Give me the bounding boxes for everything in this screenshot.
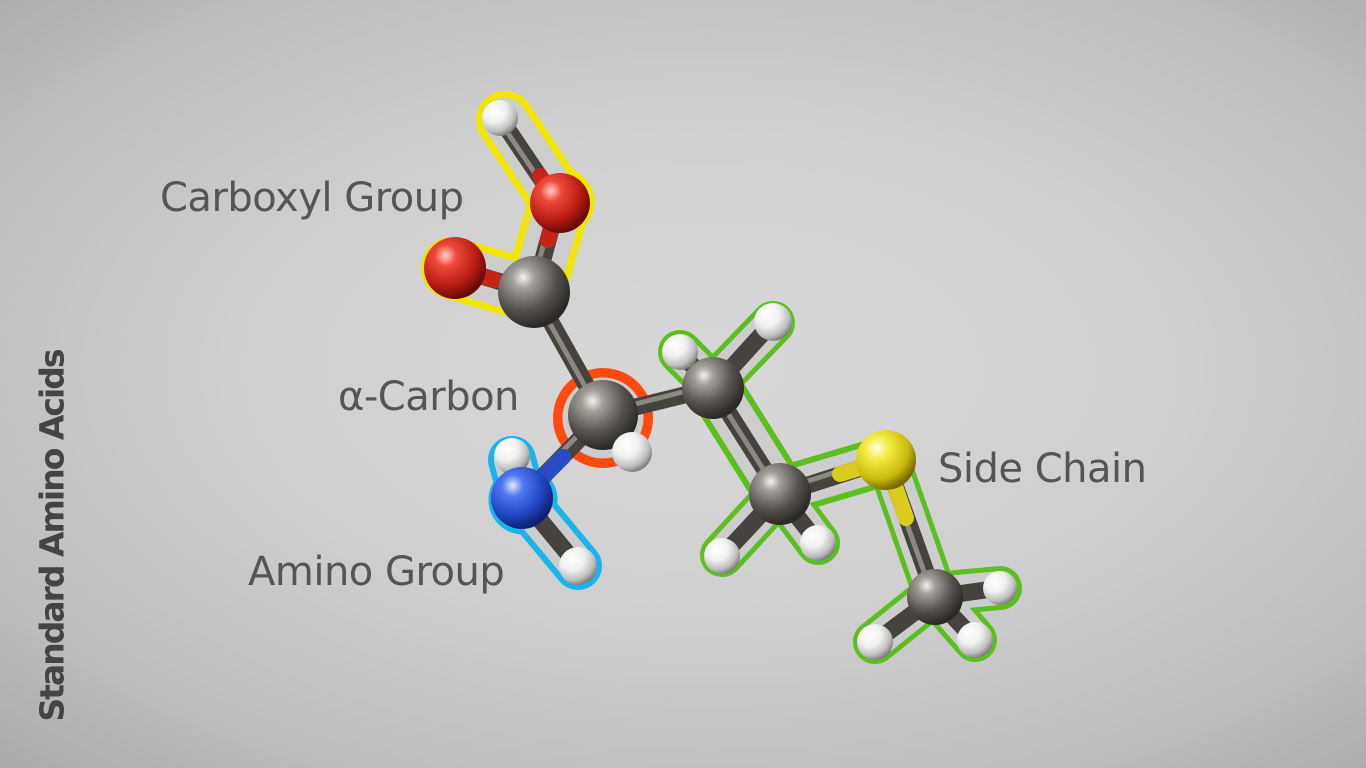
carbon-atom — [749, 463, 811, 525]
nitrogen-atom — [491, 467, 553, 529]
sulfur-atom — [856, 430, 916, 490]
hydrogen-atom — [983, 571, 1017, 605]
oxygen-atom — [424, 237, 486, 299]
carboxyl-group-label: Carboxyl Group — [160, 175, 464, 221]
hydrogen-atom — [559, 547, 597, 585]
slide-title-vertical: Standard Amino Acids — [32, 350, 72, 722]
oxygen-atom — [530, 173, 590, 233]
hydrogen-atom — [957, 622, 993, 658]
carbon-atom — [682, 357, 744, 419]
hydrogen-atom — [800, 525, 836, 561]
hydrogen-atom — [704, 538, 740, 574]
side-chain-label: Side Chain — [938, 446, 1147, 492]
hydrogen-atom — [857, 624, 893, 660]
hydrogen-atom — [754, 303, 792, 341]
carbon-atom — [907, 569, 963, 625]
hydrogen-atom — [482, 100, 518, 136]
alpha-carbon-label: α-Carbon — [338, 374, 519, 420]
hydrogen-atom — [662, 334, 698, 370]
carbon-atom — [498, 256, 570, 328]
molecule-atoms — [424, 100, 1017, 660]
hydrogen-atom — [612, 432, 652, 472]
alpha-carbon-atom — [568, 380, 638, 450]
amino-group-label: Amino Group — [248, 549, 505, 595]
hydrogen-atom — [494, 438, 530, 474]
